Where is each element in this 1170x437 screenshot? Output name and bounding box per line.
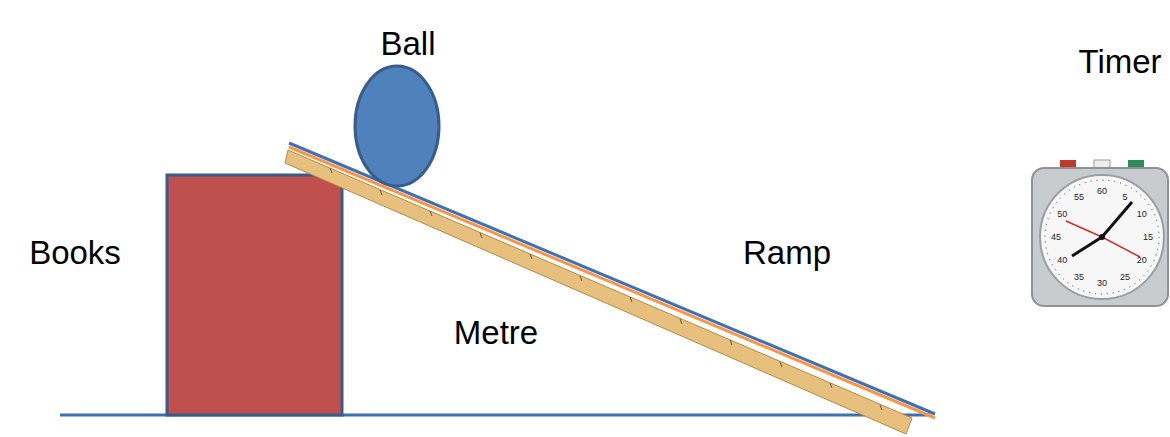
metre-stick <box>285 150 912 434</box>
part-label: Metre <box>454 316 538 349</box>
dial-number: 45 <box>1051 233 1061 242</box>
dial-number: 10 <box>1137 210 1147 219</box>
dial-number: 25 <box>1120 272 1130 281</box>
part-label: Timer <box>1078 45 1161 78</box>
metre-ticks <box>330 168 882 410</box>
part-label: Ramp <box>743 236 831 269</box>
part-label: Books <box>29 236 121 269</box>
timer-icon <box>1032 160 1168 306</box>
dial-number: 20 <box>1137 256 1147 265</box>
dial-number: 50 <box>1057 210 1067 219</box>
dial-number: 55 <box>1074 193 1084 202</box>
part-label: Ball <box>380 27 435 60</box>
dial-number: 15 <box>1143 233 1153 242</box>
dial-number: 40 <box>1057 256 1067 265</box>
dial-number: 60 <box>1097 187 1107 196</box>
dial-number: 30 <box>1097 279 1107 288</box>
dial-number: 35 <box>1074 272 1084 281</box>
ball-shape <box>355 66 439 186</box>
dial-number: 5 <box>1122 193 1127 202</box>
books-block <box>167 175 342 415</box>
ramp-edge <box>289 147 935 418</box>
